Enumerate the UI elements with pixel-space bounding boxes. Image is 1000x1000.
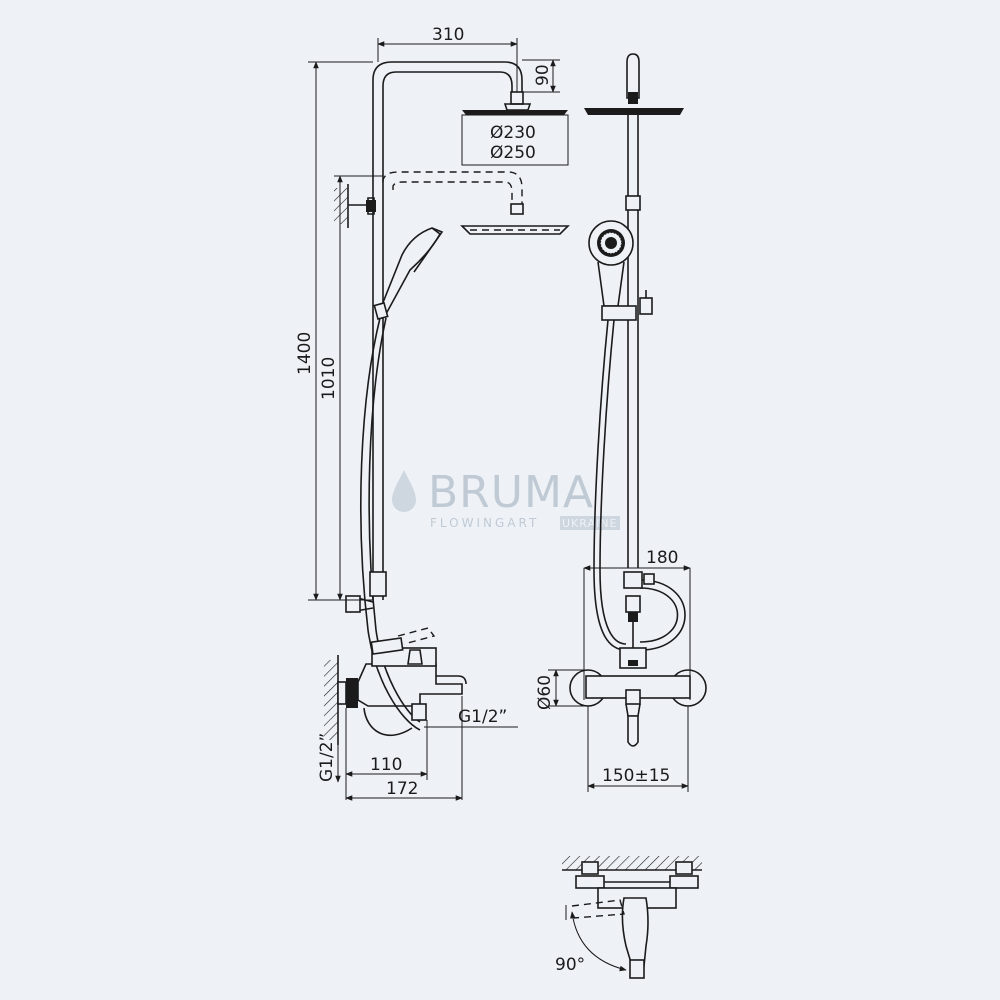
head-dimension-box: [461, 114, 569, 166]
side-rain-head: [462, 110, 568, 115]
front-diverter-loop: [639, 579, 686, 651]
dim-head-small: Ø230: [490, 123, 536, 143]
watermark-tagline-box: [560, 516, 620, 530]
side-mixer-body: [357, 663, 463, 707]
watermark-tagline: FLOWINGART: [430, 516, 539, 530]
wall-hatch-upper: [334, 188, 348, 224]
top-view-detail: 90°: [555, 856, 702, 979]
side-arm-connector: [510, 91, 524, 105]
dim-diameter-60: Ø60: [535, 675, 555, 710]
front-mixer-body: [619, 647, 647, 669]
rotation-arc: [570, 911, 627, 972]
dim-angle: 90°: [555, 955, 585, 975]
front-spout: [627, 715, 639, 747]
front-hose: [593, 319, 627, 651]
side-spout: [436, 675, 467, 685]
watermark-brand: BRUMA: [428, 467, 594, 518]
front-rain-head: [584, 108, 684, 115]
drop-logo-icon: [392, 470, 416, 512]
side-riser-pipe: [372, 61, 523, 600]
side-hand-shower: [379, 227, 442, 316]
front-top-rod: [626, 53, 640, 99]
front-view: 180 Ø60 150±15: [535, 53, 707, 792]
dim-thread-right: G1/2”: [458, 707, 507, 727]
dim-1010: 1010: [319, 357, 339, 400]
top-view-lever: [621, 897, 649, 967]
dim-180: 180: [646, 548, 678, 568]
side-hose: [360, 317, 421, 731]
dim-thread-left: G1/2”: [317, 733, 337, 782]
side-lowered-head: [460, 225, 570, 235]
watermark: BRUMA FLOWINGART UKRAINE: [392, 467, 620, 530]
dim-centers: 150±15: [602, 766, 670, 786]
dim-172: 172: [386, 779, 418, 799]
dim-310: 310: [432, 25, 464, 45]
side-view: Ø230 Ø250 1400 1010: [295, 25, 570, 801]
dim-90: 90: [533, 64, 553, 86]
dim-110: 110: [370, 755, 402, 775]
side-wall-flange: [337, 681, 347, 705]
side-diverter: [369, 571, 387, 597]
wall-hatch-lower: [324, 660, 338, 740]
watermark-tagline-box-text: UKRAINE: [562, 517, 617, 530]
side-lever: [370, 637, 404, 655]
front-hand-shower: [588, 220, 653, 321]
dim-1400: 1400: [295, 332, 315, 375]
side-lowered-arm-dashed: [382, 171, 523, 205]
dim-head-large: Ø250: [490, 143, 536, 163]
